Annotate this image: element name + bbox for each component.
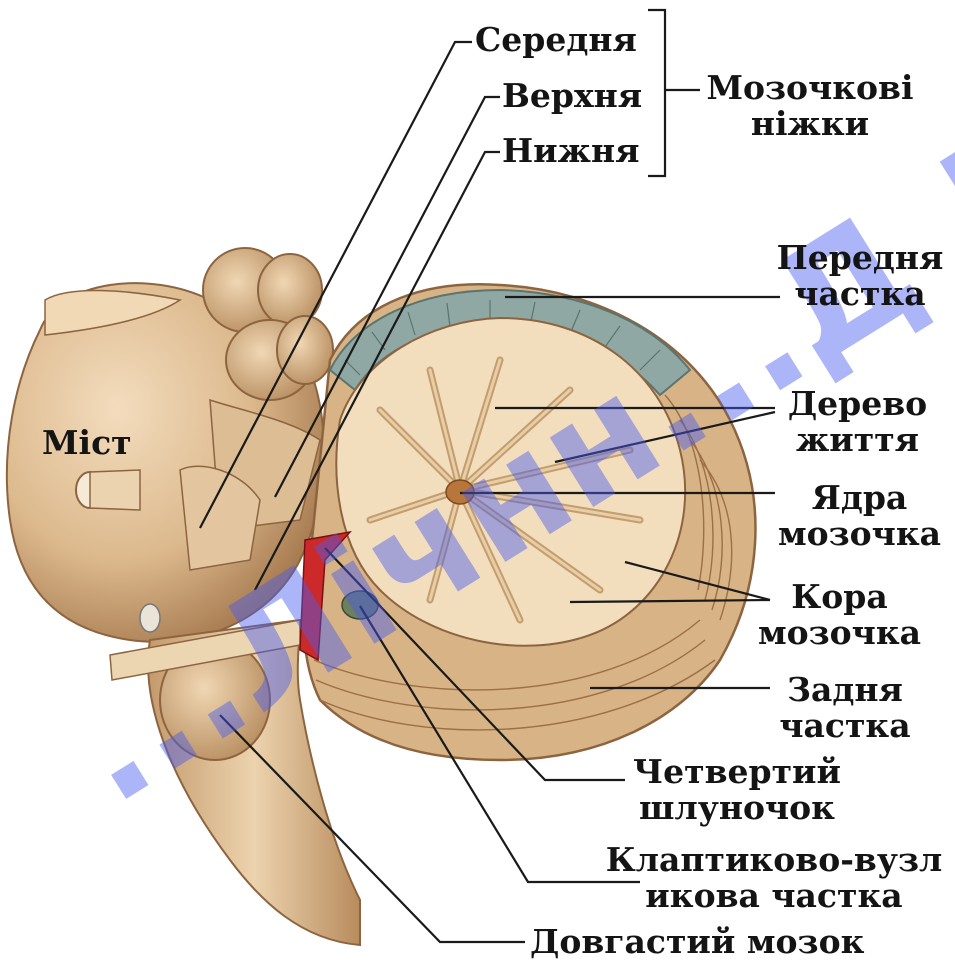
label-fourth-ventricle: Четвертий шлуночок xyxy=(617,754,857,826)
label-cerebellar-cortex: Кора мозочка xyxy=(752,579,927,651)
label-middle-peduncle: Середня xyxy=(475,22,637,58)
label-flocculonodular-lobe: Клаптиково-вузликова частка xyxy=(595,842,953,914)
label-inferior-peduncle: Нижня xyxy=(502,133,640,169)
label-cerebellar-nuclei: Ядра мозочка xyxy=(772,480,947,552)
label-superior-peduncle: Верхня xyxy=(502,78,642,114)
label-anterior-lobe: Передня частка xyxy=(770,240,950,312)
bracket-peduncles xyxy=(648,10,665,176)
label-cerebellar-peduncles: Мозочкові ніжки xyxy=(700,70,920,142)
label-medulla: Довгастий мозок xyxy=(530,924,864,960)
label-posterior-lobe: Задня частка xyxy=(770,672,920,744)
label-pons: Міст xyxy=(42,425,132,461)
label-arbor-vitae: Дерево життя xyxy=(775,386,940,458)
